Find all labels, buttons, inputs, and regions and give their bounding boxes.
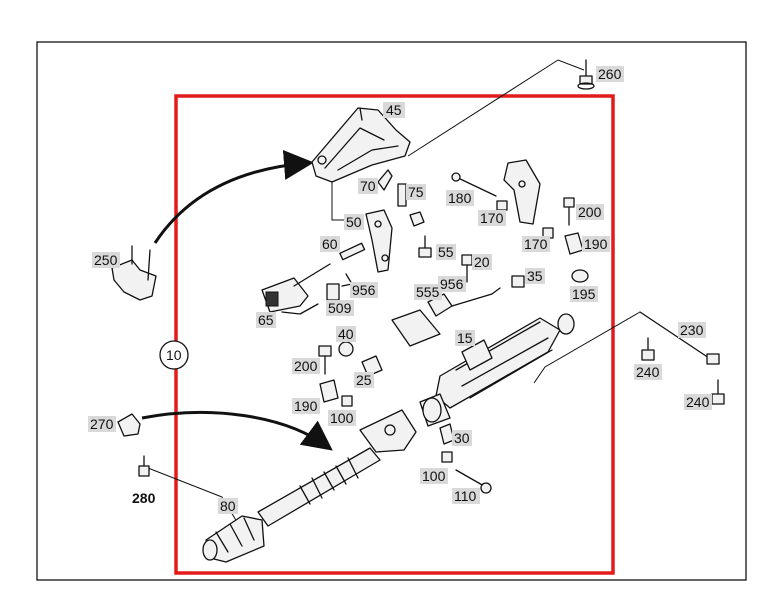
- rod-230-drawing: [639, 311, 720, 365]
- part-label-170-upper: 170: [480, 210, 504, 226]
- bolts-100-110-drawing: [441, 451, 492, 494]
- parts-40-200-25-190-100-drawing: [318, 341, 383, 407]
- part-label-100-left: 100: [330, 410, 354, 426]
- part-label-50: 50: [346, 214, 362, 230]
- part-label-250: 250: [94, 252, 118, 268]
- bracket-250-drawing: [111, 245, 157, 301]
- part-label-30: 30: [454, 430, 470, 446]
- bracket-45-drawing: [311, 107, 411, 183]
- part-label-230: 230: [680, 322, 704, 338]
- arrow-250-to-45: [153, 149, 314, 244]
- callout-10-circle: [159, 340, 189, 370]
- part-label-270: 270: [90, 416, 114, 432]
- part-label-100-right: 100: [422, 468, 446, 484]
- part-label-60: 60: [322, 236, 338, 252]
- part-label-200-lower: 200: [294, 358, 318, 374]
- part-label-15: 15: [457, 330, 473, 346]
- part-labels: 45 260 70 75 180 170 200 50 60 55 170 19…: [88, 66, 712, 514]
- part-label-70: 70: [360, 178, 376, 194]
- part-label-110: 110: [454, 488, 477, 504]
- part-label-240-right: 240: [686, 394, 710, 410]
- part-label-170-lower: 170: [524, 236, 548, 252]
- part-label-956-left: 956: [352, 282, 376, 298]
- part-label-956-right: 956: [440, 276, 464, 292]
- highlight-frame: [174, 94, 615, 575]
- shaft-30-drawing: [359, 409, 455, 453]
- part-label-190-upper: 190: [584, 236, 608, 252]
- part-label-10: 10: [166, 347, 182, 363]
- part-label-195: 195: [572, 286, 596, 302]
- steering-column-15-drawing: [419, 313, 575, 427]
- bolt-260-drawing: [577, 59, 595, 90]
- part-label-75: 75: [408, 184, 424, 200]
- part-label-509: 509: [328, 300, 352, 316]
- part-label-20: 20: [474, 254, 490, 270]
- part-label-200-upper: 200: [578, 204, 602, 220]
- part-label-80: 80: [220, 498, 236, 514]
- part-label-55: 55: [438, 244, 454, 260]
- switch-65-drawing: [261, 263, 353, 315]
- part-label-260: 260: [598, 66, 622, 82]
- part-label-555: 555: [416, 284, 440, 300]
- parts-270-280-drawing: [117, 413, 150, 477]
- arrow-270-to-80: [141, 410, 333, 451]
- part-label-190-lower: 190: [294, 398, 318, 414]
- intermediate-shaft-80-drawing: [202, 447, 381, 563]
- part-label-45: 45: [386, 102, 402, 118]
- part-label-25: 25: [356, 372, 372, 388]
- part-label-240-left: 240: [636, 364, 660, 380]
- part-label-35: 35: [527, 268, 543, 284]
- part-label-40: 40: [338, 326, 354, 342]
- part-label-65: 65: [258, 312, 274, 328]
- part-label-180: 180: [448, 190, 472, 206]
- parts-60-55-drawing: [339, 235, 432, 261]
- parts-70-75-50-drawing: [365, 169, 425, 273]
- part-label-280: 280: [132, 490, 156, 506]
- parts-180-170-200-190-drawing: [451, 159, 584, 255]
